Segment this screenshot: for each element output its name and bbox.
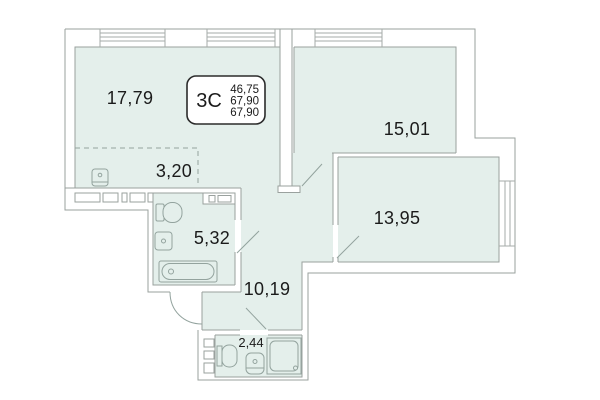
window-bedroom-2 — [499, 180, 515, 247]
entrance-door-arc — [169, 291, 203, 325]
apartment-badge: 3C 46,75 67,90 67,90 — [186, 75, 266, 125]
doors — [169, 163, 360, 330]
door-bathroom — [236, 230, 260, 254]
label-wc: 2,44 — [238, 335, 263, 350]
shower-icon — [266, 337, 302, 375]
wall-foot — [277, 185, 301, 193]
kitchen-counter-icon — [74, 192, 154, 203]
badge-frame — [186, 75, 266, 125]
window-bedroom-1 — [314, 29, 383, 47]
bathroom-fixtures — [154, 192, 236, 283]
badge-type-label: 3C — [196, 90, 222, 112]
kitchen-zone — [74, 147, 199, 203]
shelf-icon — [203, 338, 215, 374]
windows — [99, 29, 515, 247]
room-bedroom-2 — [338, 157, 499, 262]
kitchen-zone-boundary — [75, 147, 199, 186]
wc-toilet-icon — [216, 344, 238, 368]
badge-area-2: 67,90 — [230, 96, 259, 108]
toilet-icon — [155, 202, 183, 223]
washer-icon — [202, 192, 236, 205]
door-bedroom-2 — [336, 235, 360, 259]
door-wc — [245, 307, 267, 330]
label-bedroom-2: 13,95 — [374, 208, 421, 228]
wc-sink-icon — [245, 352, 265, 375]
badge-area-1: 46,75 — [230, 84, 259, 96]
label-bedroom-1: 15,01 — [384, 119, 431, 139]
room-labels: 17,79 15,01 3,20 13,95 5,32 10,19 2,44 — [107, 88, 431, 350]
walls — [64, 28, 516, 381]
window-living-2 — [206, 29, 276, 47]
room-bedroom-1 — [294, 47, 456, 153]
label-kitchen-zone: 3,20 — [156, 161, 192, 181]
label-hallway: 10,19 — [244, 279, 291, 299]
sink-icon — [154, 231, 173, 251]
window-living-1 — [99, 29, 166, 47]
kitchen-sink-icon — [91, 168, 109, 187]
badge-area-3: 67,90 — [230, 107, 259, 119]
bathtub-icon — [158, 260, 218, 283]
door-bedroom-1 — [301, 163, 323, 187]
room-hallway — [202, 153, 333, 330]
wc-fixtures — [203, 337, 302, 375]
label-bathroom: 5,32 — [194, 228, 230, 248]
label-living-room: 17,79 — [107, 88, 154, 108]
